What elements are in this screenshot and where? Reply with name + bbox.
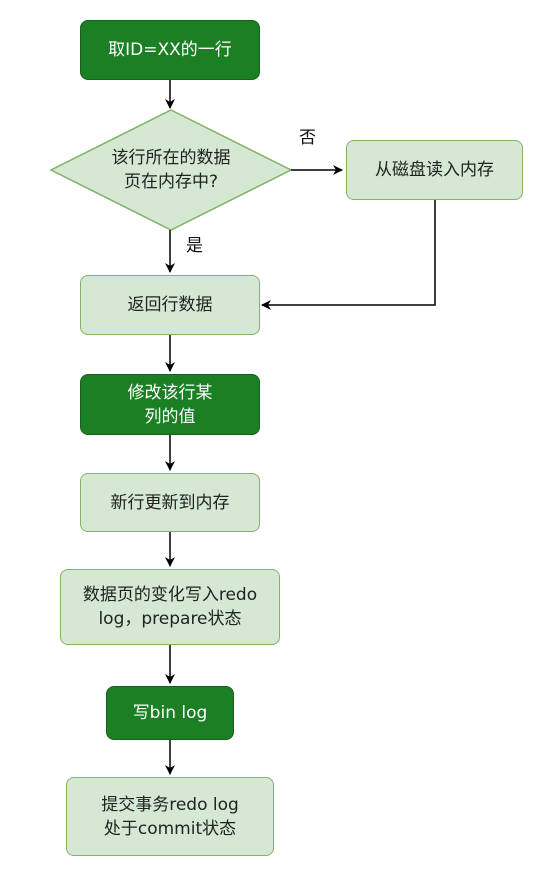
decision-line-2: 页在内存中? (123, 172, 219, 192)
binlog-label: 写bin log (132, 703, 208, 723)
commit-line-1: 提交事务redo log (101, 794, 239, 815)
update-memory-node: 新行更新到内存 (80, 473, 260, 532)
read-disk-node: 从磁盘读入内存 (346, 140, 523, 200)
decision-node: 该行所在的数据 页在内存中? (71, 140, 271, 200)
read-disk-label: 从磁盘读入内存 (375, 160, 494, 180)
return-row-node: 返回行数据 (80, 275, 260, 335)
edge-label-no: 否 (299, 128, 316, 148)
edge-label-yes: 是 (186, 236, 203, 256)
redo-prepare-node: 数据页的变化写入redo log，prepare状态 (60, 569, 280, 645)
decision-diamond (49, 109, 293, 231)
start-node-label: 取ID=XX的一行 (108, 40, 232, 60)
modify-line-1: 修改该行某 (127, 382, 213, 403)
modify-node: 修改该行某 列的值 (80, 374, 260, 435)
commit-line-2: 处于commit状态 (103, 818, 237, 839)
start-node: 取ID=XX的一行 (80, 20, 260, 80)
commit-node: 提交事务redo log 处于commit状态 (66, 777, 274, 856)
return-row-label: 返回行数据 (127, 295, 213, 315)
binlog-node: 写bin log (106, 686, 234, 740)
redo-prepare-line-2: log，prepare状态 (98, 609, 242, 629)
edge-read-disk-to-return-row (261, 200, 436, 310)
update-memory-label: 新行更新到内存 (110, 492, 230, 513)
modify-line-2: 列的值 (144, 406, 196, 427)
redo-prepare-line-1: 数据页的变化写入redo (82, 585, 258, 605)
decision-line-1: 该行所在的数据 (111, 148, 231, 168)
